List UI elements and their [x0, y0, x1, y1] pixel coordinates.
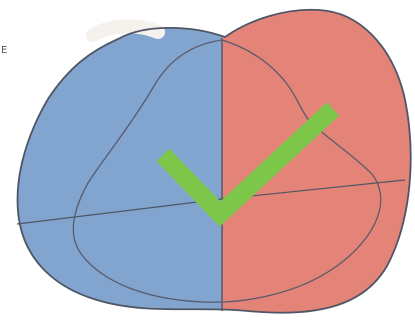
red-half [222, 0, 415, 322]
blue-half [0, 0, 222, 322]
paper-highlight [93, 26, 158, 35]
